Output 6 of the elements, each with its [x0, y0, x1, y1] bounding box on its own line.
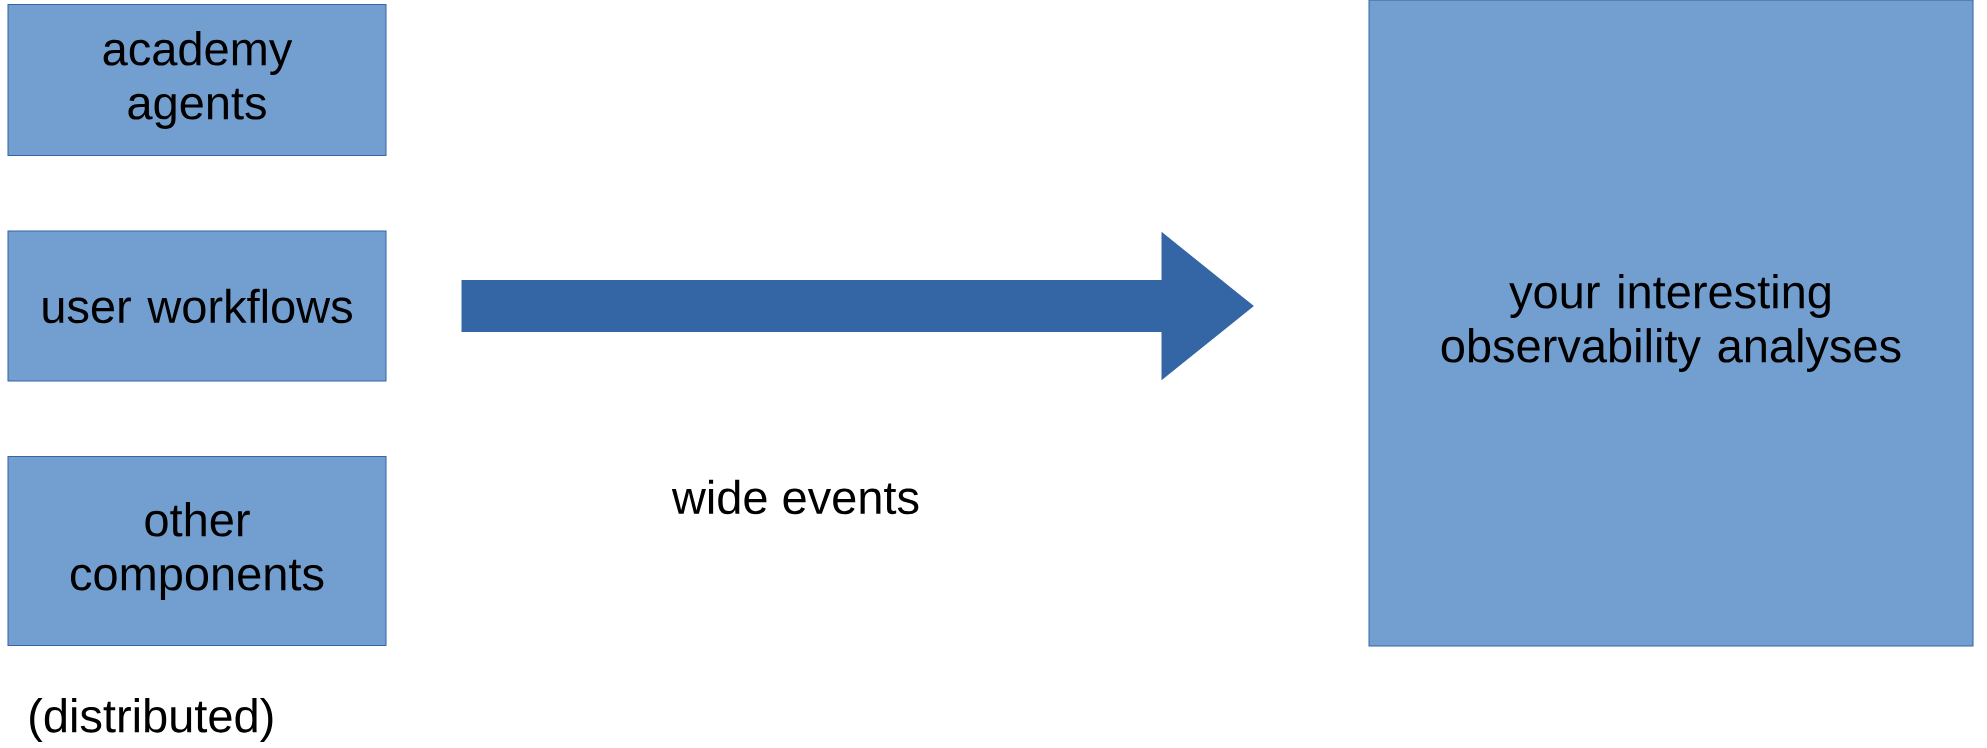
process-box: academy agents	[7, 4, 387, 156]
process-box: your interesting observability analyses	[1368, 0, 1974, 647]
process-box: user workflows	[7, 230, 387, 382]
edge-label: wide events	[671, 479, 919, 515]
process-box: other components	[7, 456, 387, 646]
note: (distributed)	[30, 698, 273, 742]
